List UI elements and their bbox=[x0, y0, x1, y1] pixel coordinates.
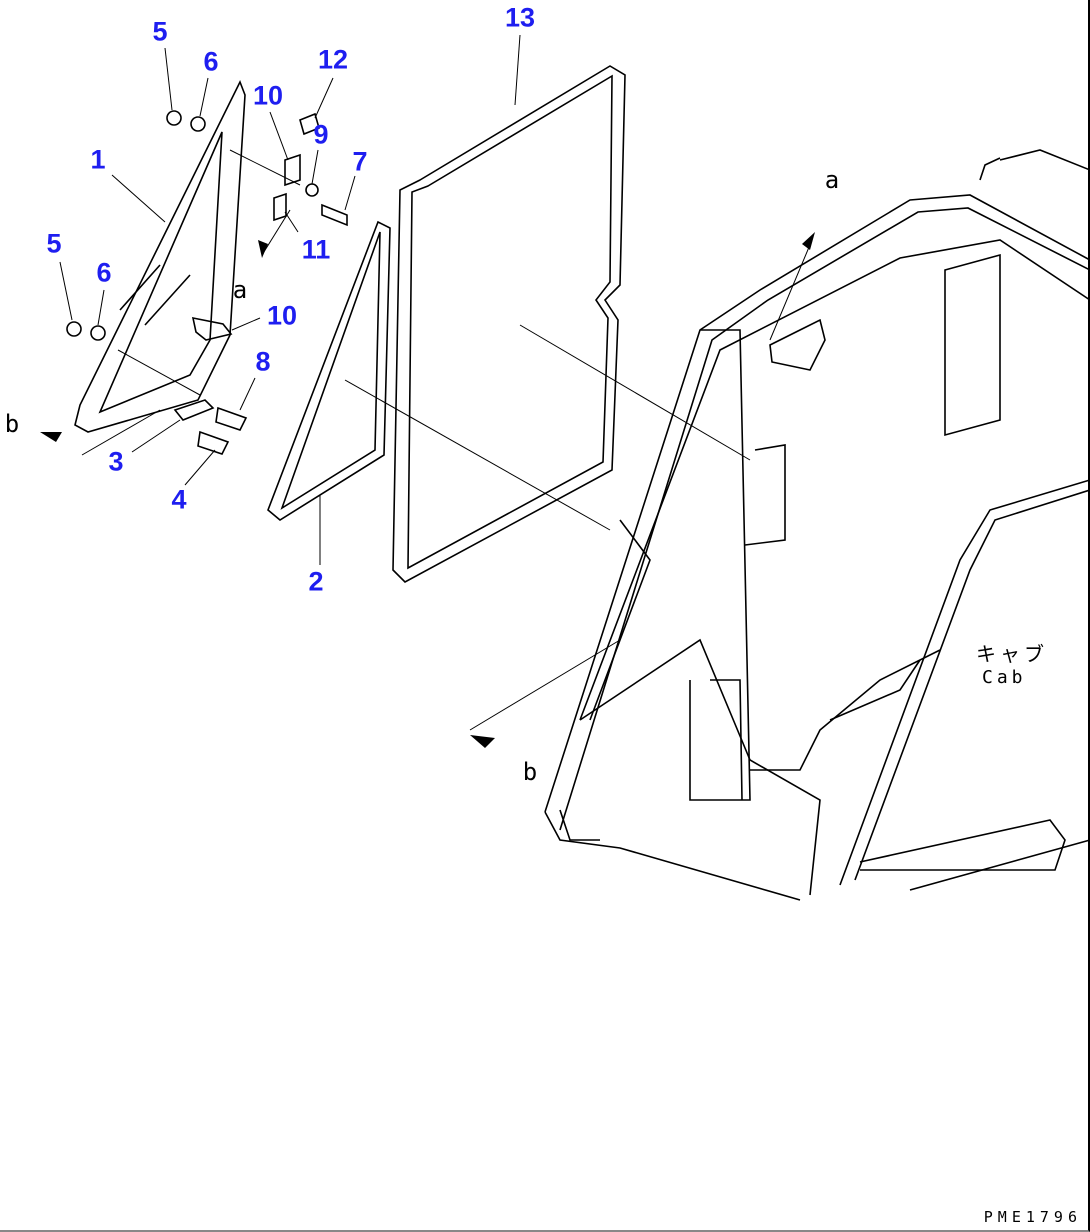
view-marker-a: a bbox=[824, 166, 840, 194]
callout-7: 7 bbox=[352, 146, 368, 177]
part-13-seal bbox=[392, 65, 626, 583]
view-marker-b: b bbox=[4, 410, 20, 438]
callout-8: 8 bbox=[255, 346, 271, 377]
callout-3: 3 bbox=[108, 446, 124, 477]
leader-lines bbox=[59, 34, 813, 731]
part-2-seal bbox=[267, 220, 391, 521]
callout-4: 4 bbox=[171, 484, 187, 515]
drawing-code: PME1796 bbox=[983, 1208, 1082, 1226]
view-marker-a: a bbox=[232, 276, 248, 304]
cab-label-japanese: キャブ bbox=[976, 642, 1048, 666]
callout-2: 2 bbox=[308, 566, 324, 597]
view-marker-b: b bbox=[522, 758, 538, 786]
cab-label-english: Cab bbox=[982, 667, 1027, 688]
callout-9: 9 bbox=[313, 119, 329, 150]
callout-10: 10 bbox=[266, 300, 298, 331]
callout-5: 5 bbox=[152, 16, 168, 47]
callout-12: 12 bbox=[317, 44, 349, 75]
callout-11: 11 bbox=[301, 234, 331, 265]
callout-6: 6 bbox=[96, 257, 112, 288]
callout-6: 6 bbox=[203, 46, 219, 77]
arrowheads bbox=[40, 232, 815, 748]
callout-10: 10 bbox=[252, 80, 284, 111]
cab-body bbox=[544, 149, 1088, 901]
callout-1: 1 bbox=[90, 144, 106, 175]
callout-13: 13 bbox=[504, 2, 536, 33]
callout-5: 5 bbox=[46, 228, 62, 259]
part-1-glass bbox=[74, 80, 246, 433]
